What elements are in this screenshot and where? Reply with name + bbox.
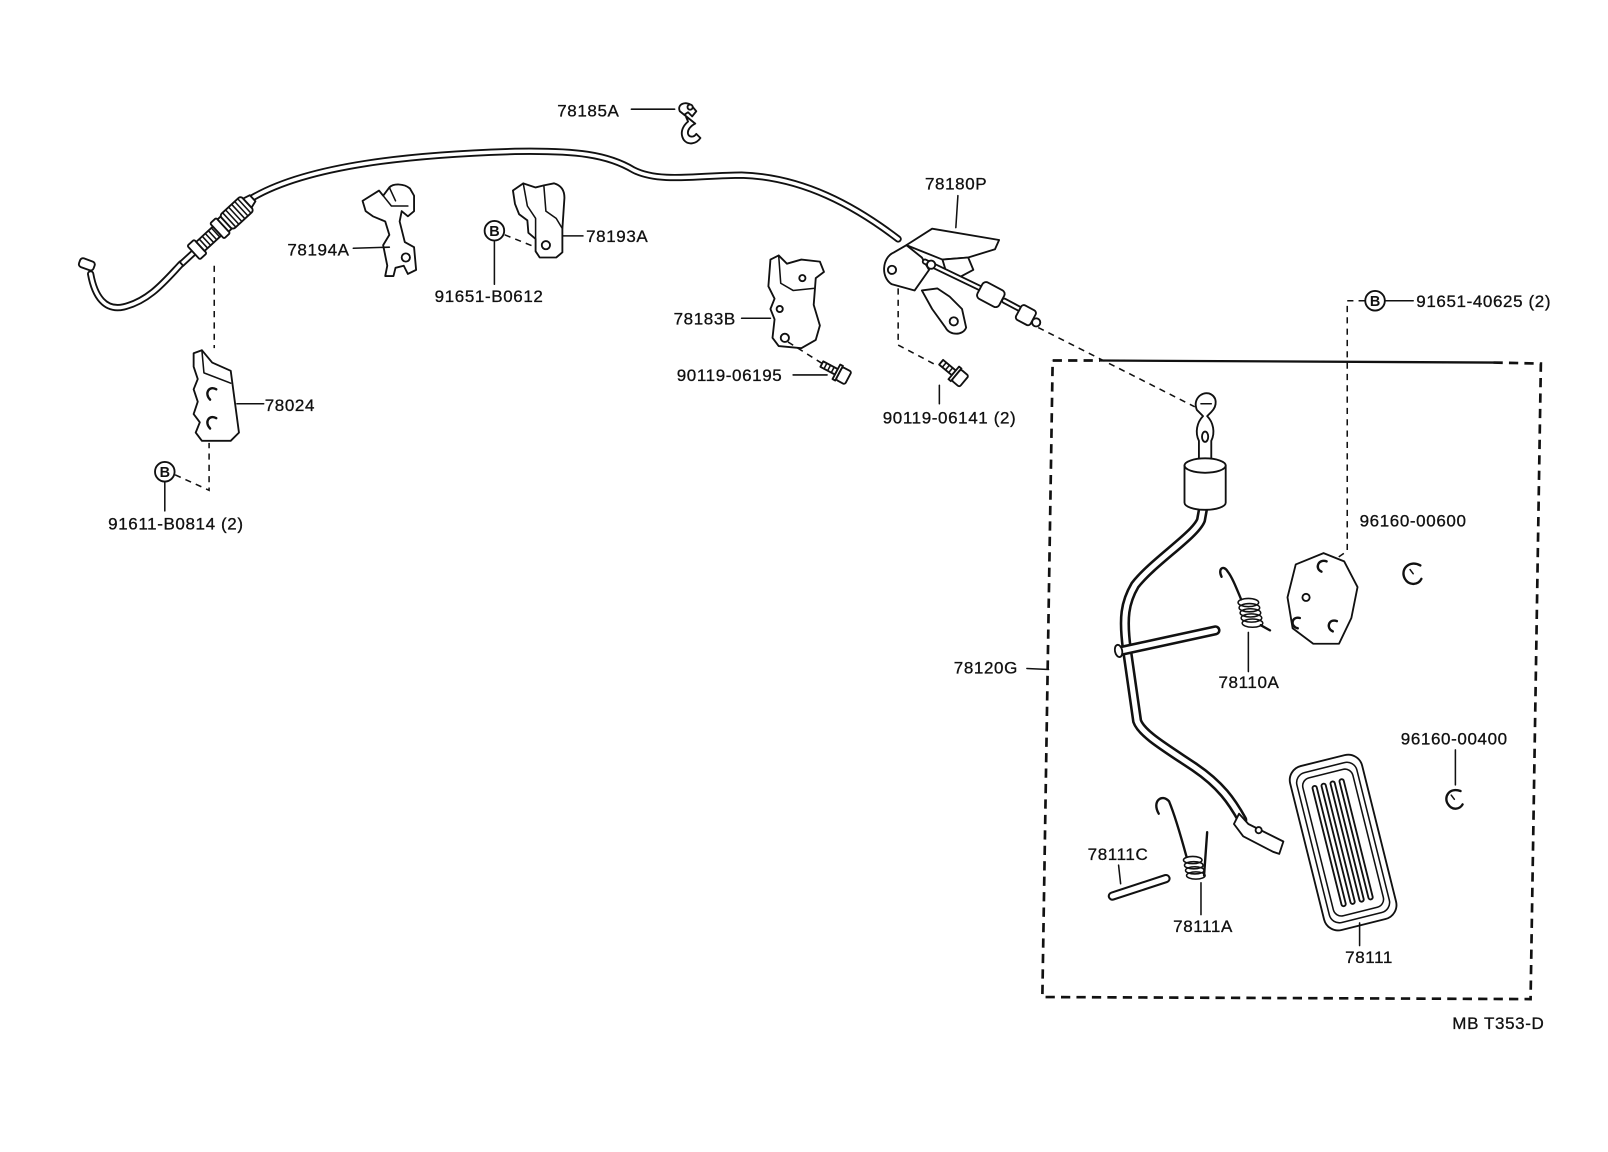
- cable-clip: [678, 102, 702, 145]
- callout-78111C: 78111C: [1088, 845, 1149, 864]
- pedal-assembly-outline: [1040, 359, 1543, 1001]
- cable-bracket-pedal-side: [883, 227, 1042, 335]
- cable-bracket-upper-left: [361, 183, 418, 277]
- bolt-90119-06141: [938, 358, 969, 388]
- callout-78110A: 78110A: [1218, 673, 1279, 692]
- callout-78111: 78111: [1345, 948, 1393, 967]
- pedal-pad: [1288, 753, 1398, 932]
- svg-text:B: B: [1370, 294, 1380, 310]
- bolt-marker-b: B: [483, 220, 506, 242]
- cable-bracket-upper-middle: [512, 182, 566, 259]
- callout-78024: 78024: [265, 396, 315, 415]
- e-ring-lower: [1445, 788, 1464, 810]
- callout-78120G: 78120G: [954, 659, 1018, 678]
- bolt-marker-b: B: [1364, 290, 1386, 312]
- callout-91611-B0814: 91611-B0814 (2): [108, 514, 243, 533]
- callout-91651-B0612: 91651-B0612: [435, 287, 544, 306]
- callout-90119-06141: 90119-06141 (2): [883, 408, 1017, 427]
- callout-78194A: 78194A: [287, 240, 349, 259]
- svg-text:B: B: [489, 224, 499, 240]
- callout-96160-00400: 96160-00400: [1401, 730, 1508, 749]
- callout-96160-00600: 96160-00600: [1360, 511, 1467, 530]
- cable-mount-bracket: [192, 349, 240, 442]
- return-spring-lower: [1155, 796, 1209, 880]
- callout-78111A: 78111A: [1173, 917, 1233, 936]
- drawing-code: MB T353-D: [1452, 1014, 1544, 1033]
- e-ring-upper: [1402, 562, 1423, 586]
- pedal-pivot-bracket: [1286, 552, 1359, 645]
- return-spring-upper: [1219, 566, 1272, 632]
- bolt-marker-b: B: [154, 461, 176, 483]
- cable-end-fitting: [178, 194, 257, 267]
- cable-bracket-lower: [767, 254, 825, 350]
- bolt-90119-06195: [819, 360, 852, 385]
- pedal-pin: [1107, 873, 1171, 901]
- callout-90119-06195: 90119-06195: [677, 366, 783, 385]
- accelerator-pedal-lever: [1113, 392, 1285, 855]
- callout-78185A: 78185A: [557, 101, 619, 120]
- callout-78193A: 78193A: [586, 227, 648, 246]
- callout-78180P: 78180P: [925, 175, 987, 194]
- accelerator-cable: [77, 147, 902, 312]
- callout-91651-40625: 91651-40625 (2): [1416, 292, 1551, 311]
- callout-78183B: 78183B: [674, 309, 736, 328]
- svg-text:B: B: [160, 465, 170, 481]
